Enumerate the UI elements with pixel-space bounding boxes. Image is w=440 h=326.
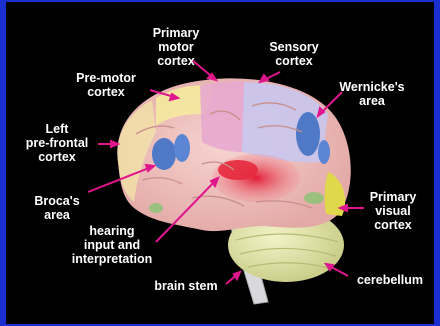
motor-region [200, 81, 246, 152]
pre-motor-cortex-label: Pre-motor cortex [66, 71, 146, 99]
brain-stem-label: brain stem [144, 279, 228, 293]
hearing-region [212, 154, 300, 202]
sensory-cortex-label: Sensory cortex [258, 40, 330, 68]
cerebellum-label: cerebellum [350, 273, 430, 287]
left-prefrontal-cortex-label: Left pre-frontal cortex [20, 122, 94, 164]
wernickes-area-region [296, 112, 320, 156]
primary-motor-cortex-label: Primary motor cortex [140, 26, 212, 68]
wernickes-area-label: Wernicke's area [332, 80, 412, 108]
brocas-area-label: Broca's area [24, 194, 90, 222]
hearing-input-label: hearing input and interpretation [66, 224, 158, 266]
primary-visual-cortex-label: Primary visual cortex [360, 190, 426, 232]
